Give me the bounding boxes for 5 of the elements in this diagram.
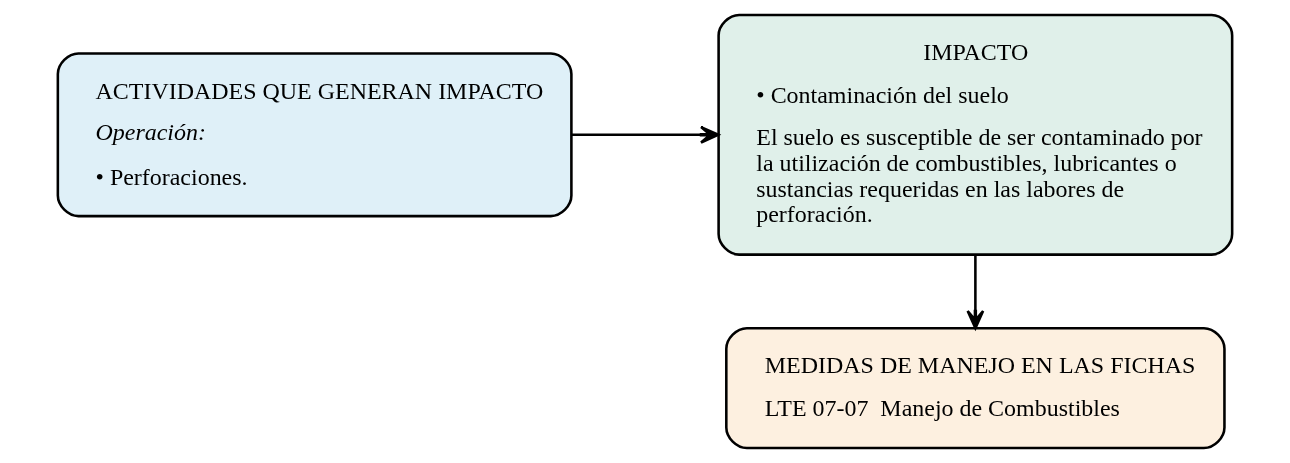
node-box: IMPACTO • Contaminación del suelo El suelo es susceptible de ser contaminado por la utilización de combustibles, lubricantes o sustancias requeridas en las labores de perforación. bbox=[717, 13, 1234, 256]
arrow bbox=[571, 125, 720, 144]
node-box: ACTIVIDADES QUE GENERAN IMPACTO Operación: • Perforaciones. bbox=[56, 52, 573, 218]
arrow bbox=[966, 254, 985, 330]
node-box: MEDIDAS DE MANEJO EN LAS FICHAS LTE 07-07 Manejo de Combustibles bbox=[725, 326, 1226, 450]
